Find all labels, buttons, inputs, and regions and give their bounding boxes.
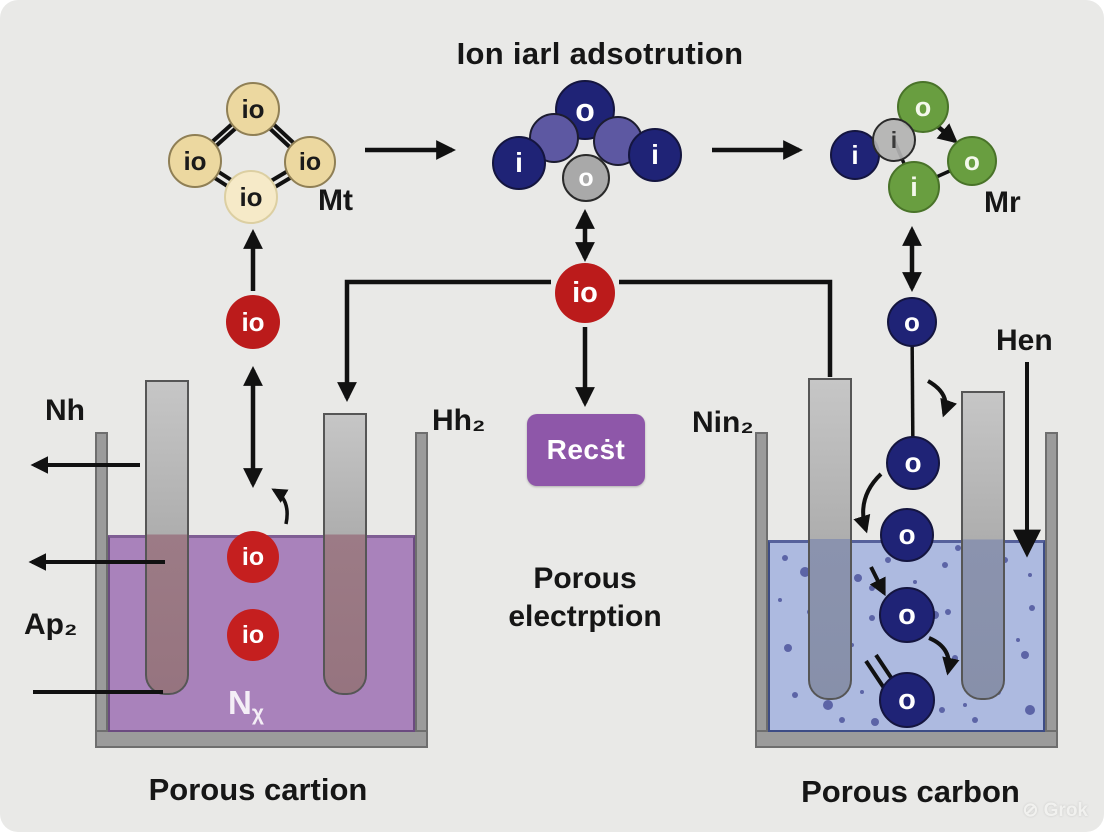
solute-dot [854,574,862,582]
right-beaker-wall-left [755,432,768,748]
left-liquid-label: Nχ [228,684,264,726]
solute-dot [1029,605,1035,611]
solute-dot [860,690,864,694]
solute-dot [963,703,967,707]
left-liquid-label-sub: χ [251,702,264,725]
center-caption-line1: Porous [533,562,637,595]
desorbed-ion: o [879,587,935,643]
mr-atom: o [947,136,997,186]
right-beaker-bottom [755,730,1058,748]
mt-atom: io [284,136,336,188]
solute-dot [869,585,875,591]
desorbed-ion: o [880,508,934,562]
center-caption: Porous electrption [455,560,715,636]
solute-dot [972,717,978,723]
left-beaker-electrode-label: Hh₂ [432,404,486,437]
diagram-title: Ion iarl adsotrution [456,36,744,71]
right-beaker-inlet-label: Hen [996,324,1053,357]
free-ion: io [226,295,280,349]
solute-dot [871,718,879,726]
cluster-label-mt: Mt [318,184,353,217]
solute-dot [778,598,782,602]
right-beaker-feed-label: Nin₂ [692,406,754,439]
solute-dot [1025,705,1035,715]
free-ion: io [555,263,615,323]
dissolved-ion: io [227,531,279,583]
dissolved-ion: io [227,609,279,661]
cluster-label-mr: Mr [984,186,1021,219]
mt-atom: io [224,170,278,224]
mr-atom: i [872,118,916,162]
solute-dot [869,615,875,621]
wire-to-right-beaker [619,279,833,377]
solute-dot [945,609,951,615]
solute-dot [952,655,958,661]
adsorbed-atom: o [562,154,610,202]
desorbed-ion: o [887,297,937,347]
left-beaker-wall-right [415,432,428,748]
solute-dot [1028,573,1032,577]
solute-dot [1016,638,1020,642]
solute-dot [839,717,845,723]
right-beaker-electrode-left [808,378,852,700]
left-beaker-electrode-right [323,413,367,695]
center-caption-line2: electrption [508,600,662,633]
desorbed-ion: o [879,672,935,728]
solute-dot [931,611,939,619]
left-beaker-caption: Porous cartion [148,772,368,807]
left-beaker-bottom [95,730,428,748]
solute-dot [792,692,798,698]
arrow-curl-r2 [853,472,883,534]
wire-to-left-beaker [337,279,551,402]
left-beaker-electrode-left [145,380,189,695]
right-beaker-wall-right [1045,432,1058,748]
left-beaker-feed-label: Ap₂ [24,608,78,641]
solute-dot [1021,651,1029,659]
left-beaker-gas-label: Nh [45,394,85,427]
solute-dot [1002,557,1008,563]
adsorbed-atom: i [628,128,682,182]
desorbed-ion: o [886,436,940,490]
right-beaker-caption: Porous carbon [801,774,1020,809]
solute-dot [939,707,945,713]
mt-atom: io [168,134,222,188]
watermark: ⊘ Grok [1022,799,1088,822]
solute-dot [955,545,961,551]
solute-dot [942,562,948,568]
mr-atom: i [888,161,940,213]
solute-dot [885,557,891,563]
solute-dot [784,644,792,652]
solute-dot [850,643,854,647]
left-liquid-label-base: N [228,684,252,721]
mt-atom: io [226,82,280,136]
right-beaker-electrode-right [961,391,1005,700]
arrow-curl-r1 [926,379,957,418]
adsorbed-atom: i [492,136,546,190]
grok-logo-icon: ⊘ [1022,800,1039,821]
solute-dot [823,700,833,710]
left-beaker-wall-left [95,432,108,748]
reaction-box-label: Recṡt [546,434,626,465]
solute-dot [913,580,917,584]
reaction-box: Recṡt [527,414,645,486]
arrow-curl-left [271,488,289,525]
solute-dot [782,555,788,561]
solute-dot [800,567,810,577]
watermark-text: Grok [1043,800,1088,821]
